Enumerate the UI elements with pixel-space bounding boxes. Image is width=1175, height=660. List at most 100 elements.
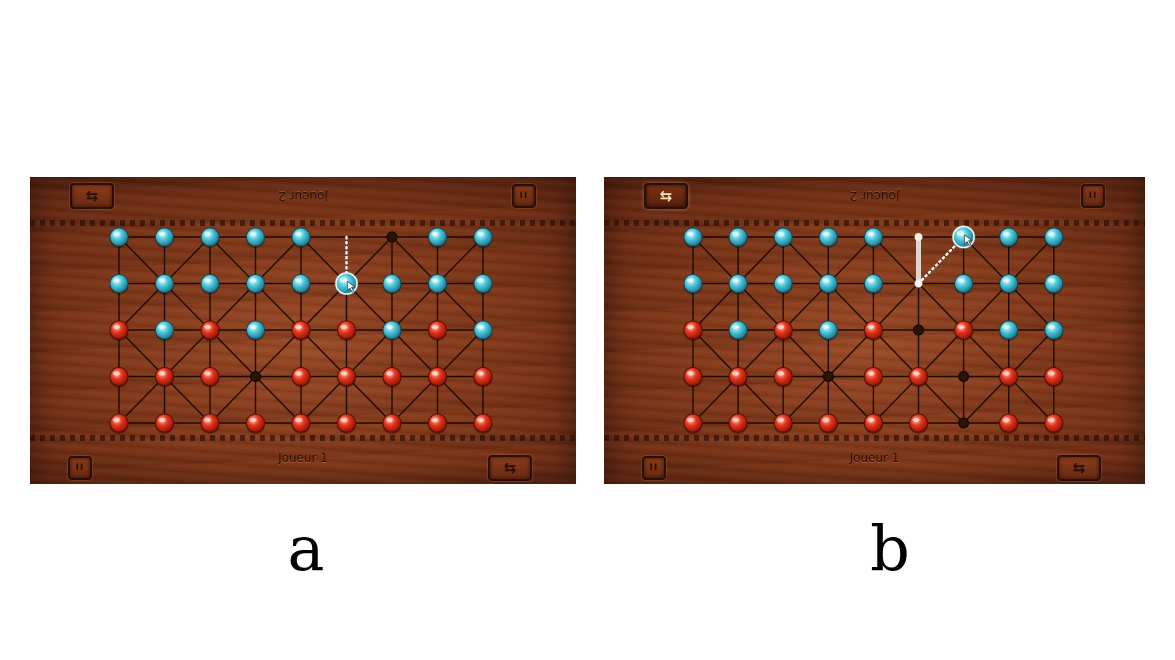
piece-body: [337, 413, 356, 433]
board-diagonal: [962, 375, 1010, 424]
red-piece: [200, 413, 220, 434]
piece-body: [863, 320, 883, 340]
piece-body: [291, 274, 311, 293]
piece-highlight: [340, 371, 348, 376]
swap-button-bottom[interactable]: ⇆: [1057, 455, 1101, 481]
piece-body: [773, 227, 793, 247]
blue-piece: [999, 320, 1019, 341]
piece-body: [382, 274, 402, 293]
board-diagonal: [436, 236, 484, 285]
red-piece: [337, 413, 356, 434]
board-diagonal: [782, 329, 830, 378]
piece-body: [382, 320, 402, 340]
red-piece: [291, 367, 311, 388]
piece-body: [473, 227, 493, 247]
blue-piece: [818, 274, 838, 295]
board-diagonal: [254, 329, 302, 378]
piece-body: [683, 413, 703, 433]
piece-highlight: [204, 324, 211, 330]
board-diagonal: [827, 375, 875, 424]
pause-button-top[interactable]: II: [1081, 184, 1105, 208]
piece-body: [863, 413, 883, 433]
blue-piece: [728, 227, 748, 248]
piece-body: [109, 274, 129, 293]
empty-point: [958, 371, 970, 382]
piece-body: [200, 274, 220, 293]
piece-body: [291, 367, 311, 386]
board-diagonal: [209, 282, 257, 331]
piece-body: [683, 227, 703, 247]
piece-highlight: [386, 278, 393, 283]
piece-body: [1044, 227, 1064, 247]
selected-blue-piece: [951, 225, 976, 249]
board-diagonal: [118, 282, 166, 331]
piece-highlight: [204, 231, 211, 237]
board-diagonal: [917, 329, 965, 378]
piece-highlight: [687, 417, 694, 423]
pause-icon: II: [75, 463, 85, 473]
blue-piece: [246, 320, 265, 341]
red-piece: [683, 367, 703, 388]
piece-body: [155, 227, 174, 247]
piece-highlight: [386, 371, 393, 376]
piece-highlight: [732, 417, 740, 423]
piece-highlight: [867, 417, 875, 423]
empty-point: [958, 417, 970, 429]
swap-arrows-icon: ⇆: [503, 459, 517, 477]
selected-blue-piece: [334, 271, 359, 296]
game-board[interactable]: [604, 177, 1145, 484]
board-diagonal: [1008, 282, 1055, 331]
blue-piece: [200, 227, 220, 248]
pause-icon: II: [1088, 191, 1098, 201]
piece-highlight: [158, 324, 166, 330]
pause-button-bottom[interactable]: II: [68, 456, 92, 480]
piece-body: [683, 274, 703, 293]
piece-highlight: [956, 231, 965, 236]
red-piece: [109, 413, 129, 434]
board-diagonal: [391, 329, 439, 378]
swap-arrows-icon: ⇆: [659, 187, 673, 205]
blue-piece: [155, 227, 174, 248]
piece-highlight: [295, 417, 302, 423]
blue-piece: [999, 227, 1019, 248]
piece-highlight: [1047, 231, 1055, 237]
blue-piece: [999, 274, 1019, 295]
piece-highlight: [158, 371, 166, 376]
blue-piece: [863, 227, 883, 248]
piece-highlight: [295, 278, 302, 283]
piece-highlight: [1002, 417, 1010, 423]
pause-button-bottom[interactable]: II: [642, 456, 666, 480]
swap-button-top[interactable]: ⇆: [70, 183, 114, 209]
board-diagonal: [737, 329, 784, 378]
board-diagonal: [827, 236, 875, 285]
board-diagonal: [254, 375, 302, 424]
blue-piece: [109, 274, 129, 295]
piece-highlight: [822, 231, 830, 237]
piece-body: [728, 227, 748, 247]
piece-highlight: [204, 278, 211, 283]
blue-piece: [728, 320, 748, 341]
board-diagonal: [209, 329, 257, 378]
red-piece: [1044, 367, 1064, 388]
piece-highlight: [1047, 417, 1055, 423]
red-piece: [999, 367, 1019, 388]
player-1-label: Joueur 1: [278, 451, 328, 465]
board-diagonal: [737, 282, 784, 331]
piece-body: [382, 413, 402, 433]
piece-highlight: [113, 278, 120, 283]
piece-body: [109, 367, 129, 386]
piece-body: [952, 225, 975, 249]
piece-highlight: [1002, 231, 1010, 237]
board-diagonal: [917, 282, 965, 331]
board-diagonal: [391, 282, 439, 331]
blue-piece: [728, 274, 748, 295]
piece-highlight: [867, 371, 875, 376]
swap-button-top[interactable]: ⇆: [644, 183, 688, 209]
piece-body: [1044, 413, 1064, 433]
swap-button-bottom[interactable]: ⇆: [488, 455, 532, 481]
pause-button-top[interactable]: II: [512, 184, 536, 208]
swap-arrows-icon: ⇆: [85, 187, 99, 205]
piece-body: [773, 367, 793, 386]
game-board[interactable]: [30, 177, 576, 484]
piece-highlight: [158, 417, 166, 423]
